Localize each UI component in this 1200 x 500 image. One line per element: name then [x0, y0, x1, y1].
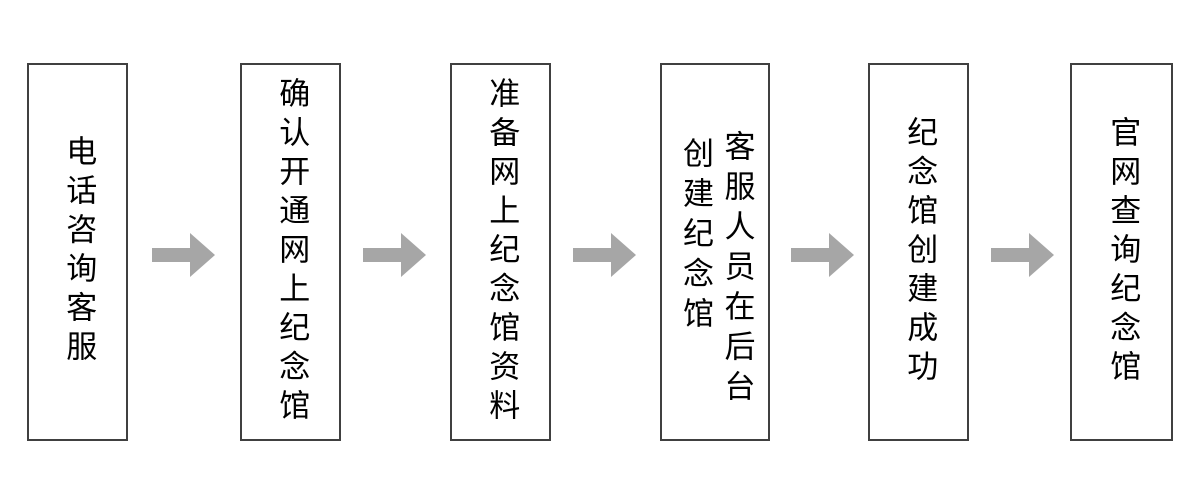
flow-arrow-3-icon [573, 233, 636, 277]
process-node-4-label-column-1: 客服人员在后台 [718, 130, 755, 410]
process-node-3[interactable]: 准备网上纪念馆资料 [450, 63, 551, 441]
process-node-5[interactable]: 纪念馆创建成功 [868, 63, 969, 441]
process-node-1[interactable]: 电话咨询客服 [27, 63, 128, 441]
flow-arrow-1-icon [152, 233, 215, 277]
process-node-1-label: 电话咨询客服 [60, 135, 97, 369]
flow-arrow-5-icon [991, 233, 1054, 277]
process-node-3-label: 准备网上纪念馆资料 [483, 76, 520, 428]
process-node-2-label: 确认开通网上纪念馆 [273, 76, 310, 428]
process-node-5-label: 纪念馆创建成功 [901, 115, 938, 389]
process-node-6-label: 官网查询纪念馆 [1104, 115, 1141, 389]
process-node-4[interactable]: 客服人员在后台 创建纪念馆 [660, 63, 770, 441]
process-node-2[interactable]: 确认开通网上纪念馆 [240, 63, 341, 441]
flow-arrow-4-icon [791, 233, 854, 277]
process-node-4-label-column-2: 创建纪念馆 [677, 137, 713, 337]
flow-arrow-2-icon [363, 233, 426, 277]
process-node-6[interactable]: 官网查询纪念馆 [1070, 63, 1173, 441]
